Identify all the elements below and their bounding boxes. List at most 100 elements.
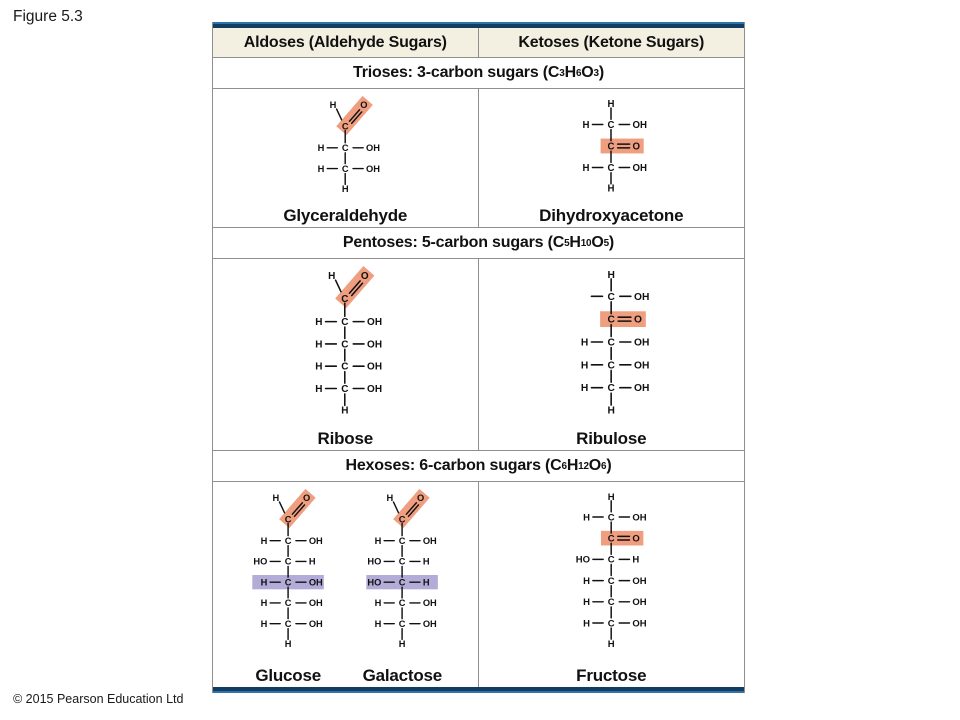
svg-text:OH: OH [368, 384, 383, 395]
svg-text:OH: OH [632, 512, 646, 523]
svg-text:H: H [608, 99, 615, 110]
svg-text:H: H [581, 338, 588, 349]
svg-text:H: H [285, 639, 292, 649]
svg-text:C: C [342, 317, 349, 328]
svg-text:OH: OH [423, 536, 437, 546]
svg-text:H: H [387, 493, 394, 503]
column-header-row: Aldoses (Aldehyde Sugars) Ketoses (Keton… [213, 28, 744, 58]
sugar-classification-table: Aldoses (Aldehyde Sugars) Ketoses (Keton… [212, 22, 745, 693]
svg-text:OH: OH [366, 143, 380, 153]
svg-text:O: O [361, 271, 369, 282]
molecule-label: Glucose [255, 666, 321, 685]
svg-text:H: H [330, 100, 337, 110]
svg-text:H: H [316, 317, 323, 328]
svg-text:H: H [273, 493, 280, 503]
svg-text:H: H [583, 597, 590, 608]
svg-text:C: C [399, 619, 406, 629]
svg-text:C: C [342, 362, 349, 373]
svg-text:C: C [342, 339, 349, 350]
svg-text:C: C [608, 292, 616, 303]
svg-text:C: C [608, 163, 615, 174]
svg-text:C: C [608, 576, 615, 587]
svg-text:HO: HO [253, 557, 267, 567]
svg-text:OH: OH [368, 362, 383, 373]
svg-text:H: H [423, 557, 430, 567]
svg-text:H: H [583, 163, 590, 174]
svg-text:HO: HO [368, 557, 382, 567]
svg-text:OH: OH [309, 619, 323, 629]
svg-text:OH: OH [634, 360, 649, 371]
svg-text:C: C [342, 122, 349, 132]
svg-text:C: C [285, 577, 292, 587]
svg-text:C: C [608, 360, 616, 371]
svg-text:O: O [303, 493, 310, 503]
svg-text:H: H [581, 360, 588, 371]
svg-text:C: C [285, 619, 292, 629]
svg-text:OH: OH [632, 618, 646, 629]
svg-text:OH: OH [634, 292, 649, 303]
molecule-label: Ribulose [576, 429, 647, 448]
svg-text:C: C [285, 536, 292, 546]
svg-text:C: C [608, 141, 615, 152]
figure-label: Figure 5.3 [13, 8, 83, 25]
svg-text:H: H [375, 598, 382, 608]
svg-text:H: H [608, 405, 615, 416]
svg-text:OH: OH [633, 163, 647, 174]
svg-text:C: C [608, 315, 616, 326]
svg-text:C: C [608, 512, 615, 523]
svg-text:H: H [309, 557, 316, 567]
svg-text:OH: OH [634, 383, 649, 394]
svg-text:H: H [316, 384, 323, 395]
column-header-ketoses: Ketoses (Ketone Sugars) [518, 33, 705, 51]
table-bottom-border [213, 687, 744, 693]
svg-text:H: H [316, 362, 323, 373]
svg-text:H: H [316, 339, 323, 350]
svg-text:OH: OH [632, 576, 646, 587]
svg-text:H: H [632, 555, 639, 566]
bottom-border-dark-stripe [213, 687, 744, 691]
bottom-border-light-stripe [213, 691, 744, 693]
svg-text:HO: HO [368, 577, 382, 587]
svg-text:C: C [608, 120, 615, 131]
svg-text:H: H [608, 492, 615, 503]
svg-text:C: C [608, 383, 616, 394]
svg-text:H: H [608, 184, 615, 195]
svg-text:OH: OH [632, 597, 646, 608]
svg-text:C: C [399, 577, 406, 587]
svg-text:OH: OH [309, 598, 323, 608]
svg-text:OH: OH [423, 598, 437, 608]
molecule-label: Galactose [362, 666, 443, 685]
svg-text:OH: OH [368, 339, 383, 350]
svg-text:C: C [285, 557, 292, 567]
svg-text:OH: OH [309, 577, 323, 587]
top-border-light-stripe [213, 22, 744, 24]
svg-text:H: H [583, 576, 590, 587]
svg-text:H: H [261, 619, 268, 629]
svg-text:OH: OH [366, 164, 380, 174]
svg-text:H: H [318, 164, 325, 174]
svg-text:C: C [285, 598, 292, 608]
svg-text:C: C [342, 164, 349, 174]
svg-text:H: H [261, 577, 268, 587]
molecule-label: Dihydroxyacetone [539, 206, 684, 225]
svg-text:H: H [375, 619, 382, 629]
svg-text:H: H [423, 577, 430, 587]
svg-text:C: C [399, 536, 406, 546]
svg-text:O: O [417, 493, 424, 503]
svg-text:H: H [608, 270, 615, 281]
svg-text:H: H [342, 184, 349, 194]
svg-text:C: C [342, 384, 349, 395]
